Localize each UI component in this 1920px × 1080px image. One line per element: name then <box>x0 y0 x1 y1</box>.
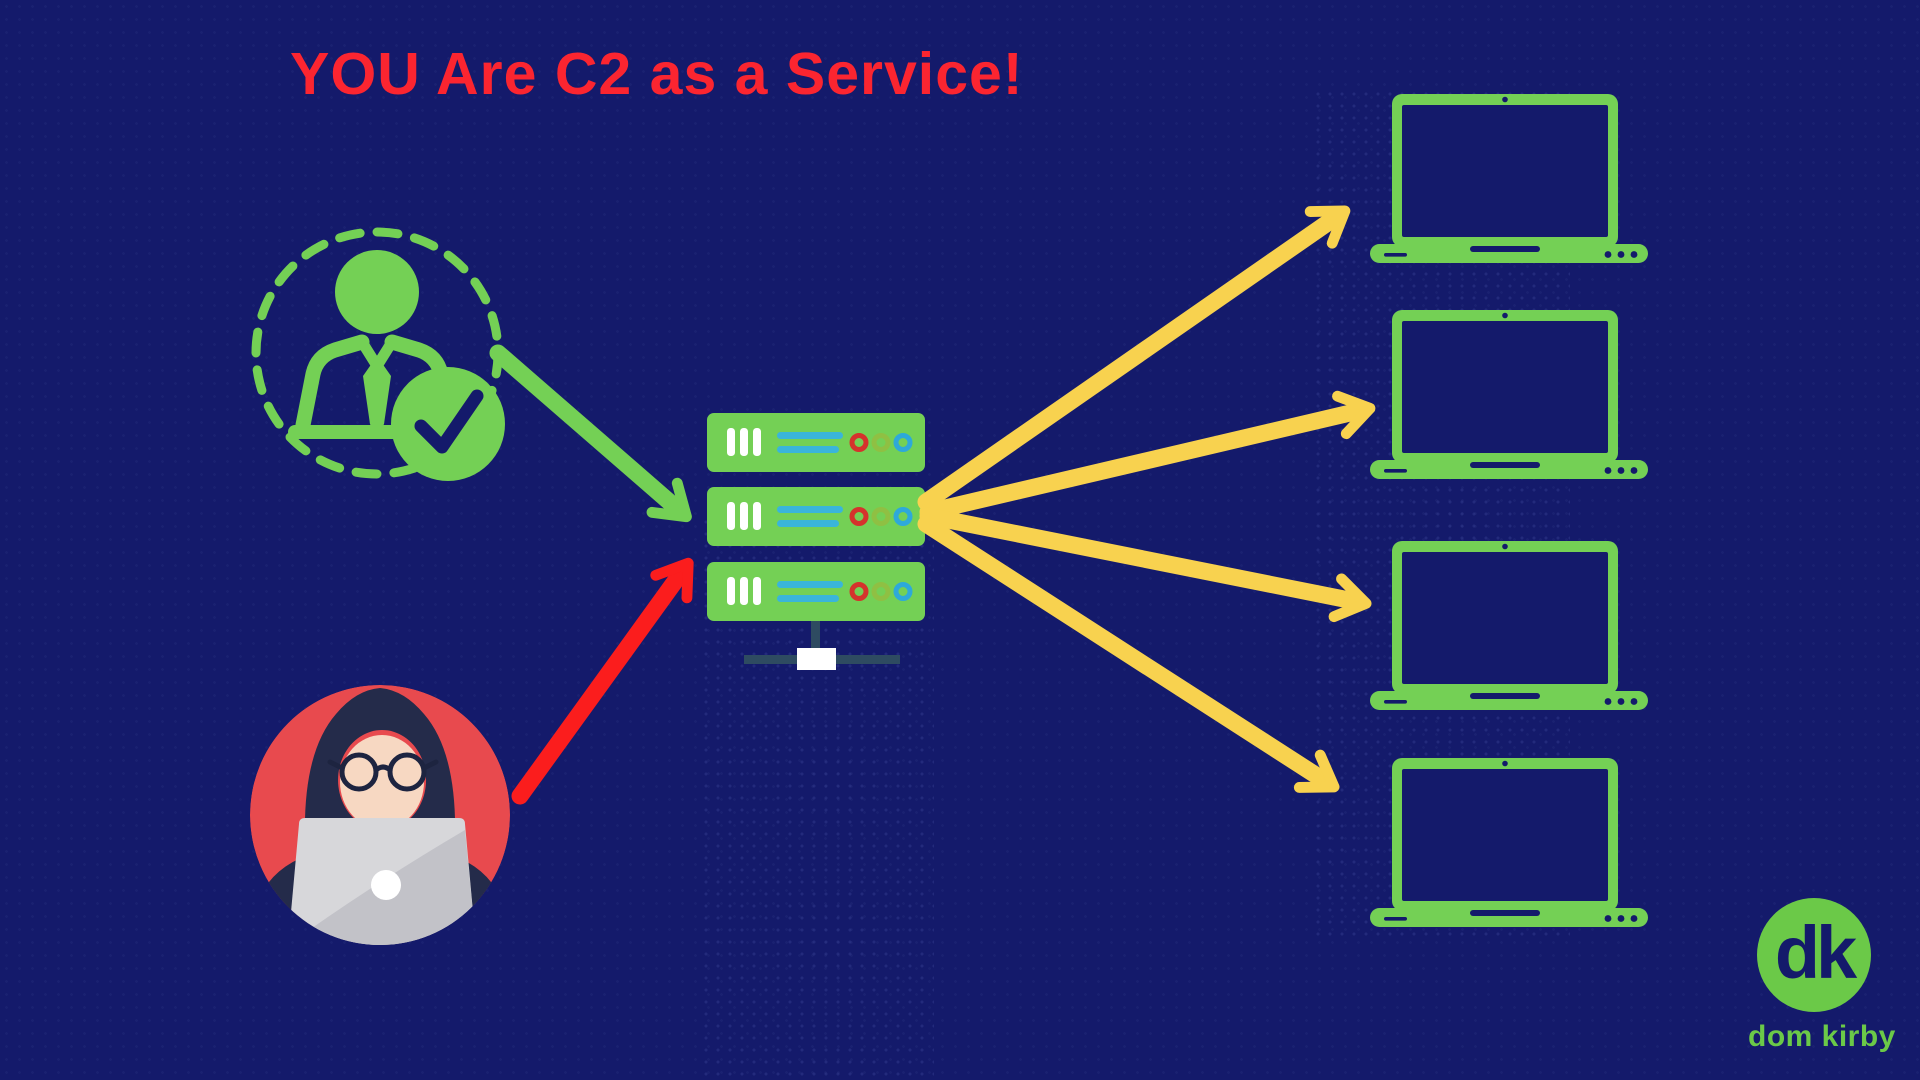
edge-server-to-victim-2 <box>919 390 1376 521</box>
edge-server-to-victim-3 <box>919 507 1372 623</box>
brand-monogram: dk <box>1774 911 1857 994</box>
victim-laptop-4 <box>1370 758 1648 927</box>
brand-name: dom kirby <box>1748 1020 1896 1053</box>
trusted-user-node <box>251 227 505 481</box>
brand-logo-circle: dk <box>1757 898 1871 1012</box>
checkmark-badge-icon <box>391 367 505 481</box>
brand-logo: dk dom kirby <box>1748 898 1896 1054</box>
c2-server-node <box>707 413 925 670</box>
server-unit <box>707 562 925 621</box>
network-uplink <box>744 621 900 670</box>
edge-attacker-to-server <box>511 557 694 805</box>
victim-laptop-1 <box>1370 94 1648 263</box>
server-unit <box>707 487 925 546</box>
edge-user-to-server <box>489 344 692 523</box>
hooded-hacker-icon <box>250 685 510 945</box>
glasses-icon <box>327 752 439 792</box>
victim-laptop-3 <box>1370 541 1648 710</box>
victim-laptop-2 <box>1370 310 1648 479</box>
edge-server-to-victim-1 <box>917 205 1351 511</box>
page-title: YOU Are C2 as a Service! <box>290 41 1024 107</box>
server-unit <box>707 413 925 472</box>
hacker-laptop <box>288 818 476 945</box>
edge-server-to-victim-4 <box>917 515 1340 793</box>
